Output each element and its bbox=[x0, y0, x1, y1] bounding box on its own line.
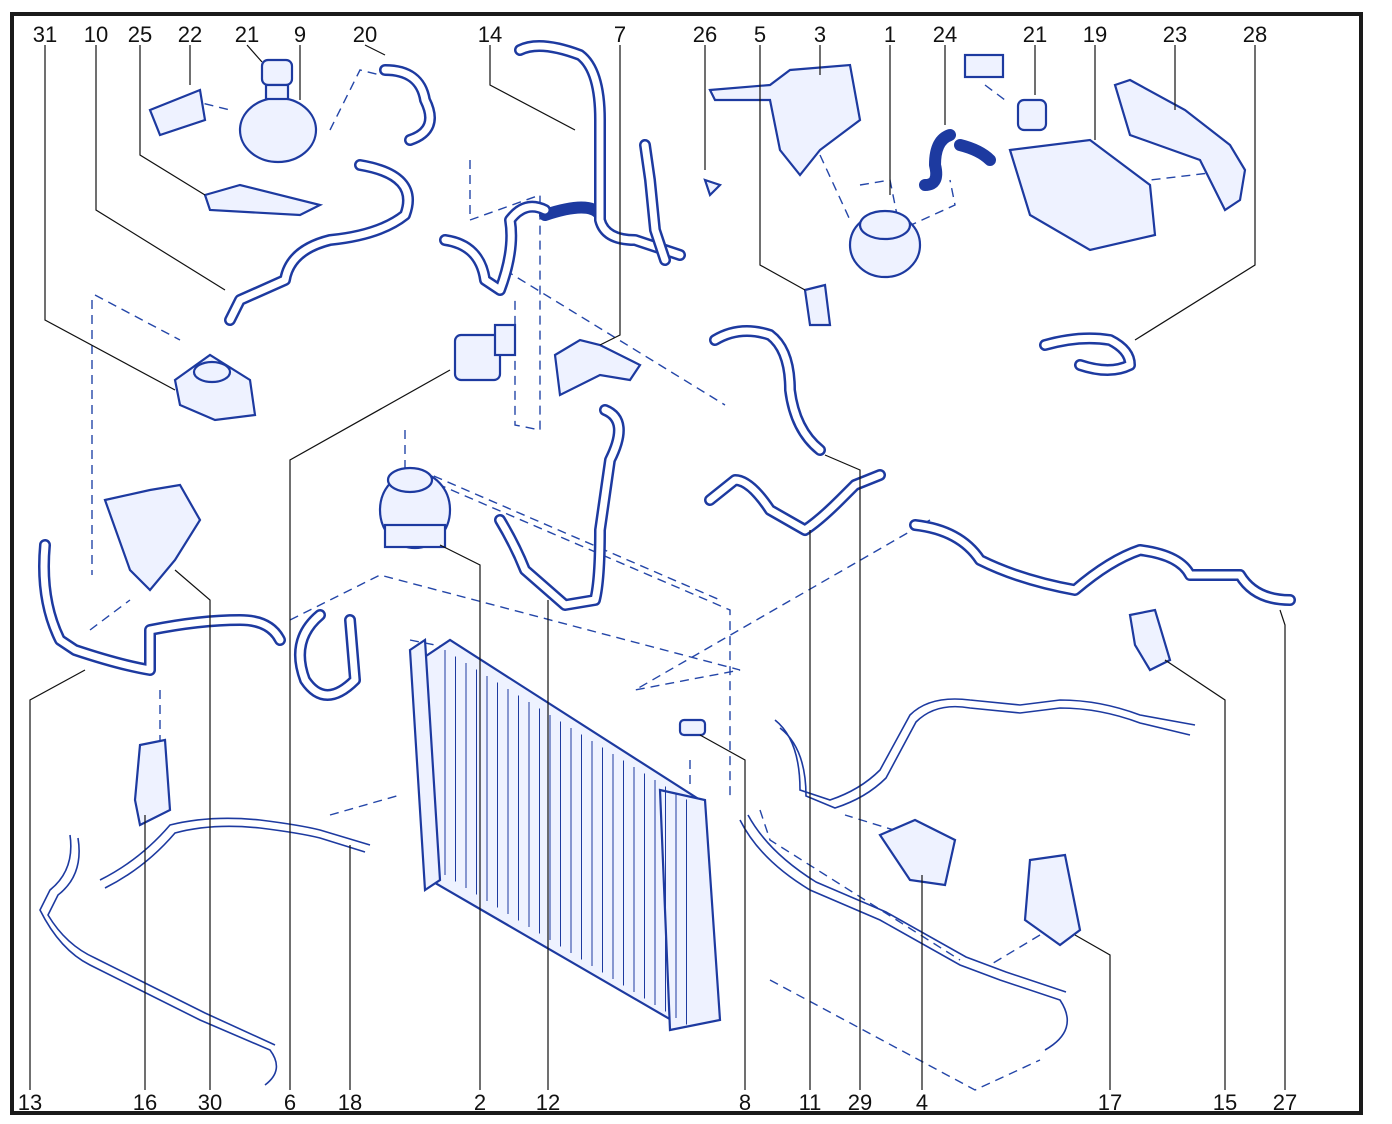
callout-top-15: 19 bbox=[1083, 22, 1107, 47]
callout-top-5: 9 bbox=[294, 22, 306, 47]
callout-top-4: 21 bbox=[235, 22, 259, 47]
callout-top-3: 22 bbox=[178, 22, 202, 47]
hoses bbox=[38, 40, 1296, 1086]
callout-bottom-12: 15 bbox=[1213, 1090, 1237, 1115]
callout-top-17: 28 bbox=[1243, 22, 1267, 47]
callout-bottom-13: 27 bbox=[1273, 1090, 1297, 1115]
callout-bottom-5: 2 bbox=[474, 1090, 486, 1115]
callout-top-14: 21 bbox=[1023, 22, 1047, 47]
callout-bottom-0: 13 bbox=[18, 1090, 42, 1115]
brackets bbox=[103, 63, 1247, 947]
diagram-frame bbox=[10, 12, 1363, 1115]
callout-top-16: 23 bbox=[1163, 22, 1187, 47]
leader-lines bbox=[29, 44, 1286, 1090]
callout-top-13: 24 bbox=[933, 22, 957, 47]
callout-top-11: 3 bbox=[814, 22, 826, 47]
callout-top-7: 14 bbox=[478, 22, 502, 47]
callout-top-8: 7 bbox=[614, 22, 626, 47]
callouts-bottom: 13 16 30 6 18 2 12 8 11 29 4 17 15 27 bbox=[18, 1090, 1297, 1115]
callout-bottom-4: 18 bbox=[338, 1090, 362, 1115]
callout-bottom-11: 17 bbox=[1098, 1090, 1122, 1115]
callout-bottom-3: 6 bbox=[284, 1090, 296, 1115]
callout-bottom-2: 30 bbox=[198, 1090, 222, 1115]
expansion-tank-9 bbox=[238, 58, 318, 164]
water-pump-31 bbox=[173, 353, 257, 422]
water-pump-1 bbox=[848, 209, 922, 279]
expansion-tank-19 bbox=[963, 53, 1157, 252]
callout-bottom-10: 4 bbox=[916, 1090, 928, 1115]
callout-bottom-1: 16 bbox=[133, 1090, 157, 1115]
callout-bottom-9: 29 bbox=[848, 1090, 872, 1115]
radiator bbox=[408, 638, 722, 1032]
callout-top-0: 31 bbox=[33, 22, 57, 47]
water-pump-2 bbox=[378, 466, 452, 550]
callout-top-2: 25 bbox=[128, 22, 152, 47]
callout-top-6: 20 bbox=[353, 22, 377, 47]
callout-top-1: 10 bbox=[84, 22, 108, 47]
callout-bottom-8: 11 bbox=[799, 1090, 822, 1115]
callout-top-9: 26 bbox=[693, 22, 717, 47]
callout-top-10: 5 bbox=[754, 22, 766, 47]
callout-bottom-6: 12 bbox=[536, 1090, 560, 1115]
callout-top-12: 1 bbox=[884, 22, 896, 47]
valve-6 bbox=[453, 323, 517, 382]
callout-bottom-7: 8 bbox=[739, 1090, 751, 1115]
